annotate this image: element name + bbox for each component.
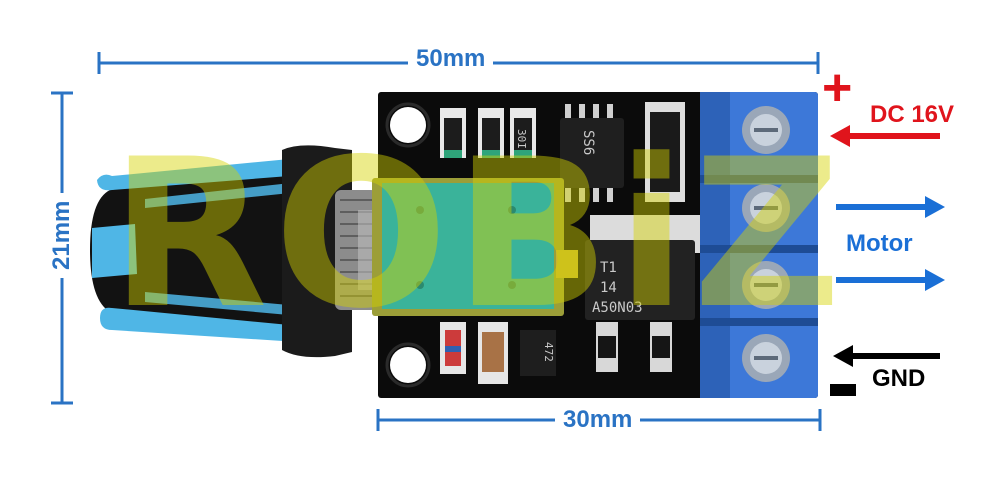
mosfet-line2: 14 xyxy=(600,280,617,296)
smd-components-bottom: 472 xyxy=(440,322,556,384)
main-ic: SS6 xyxy=(560,104,624,202)
mosfet-code: A50N03 xyxy=(592,300,643,316)
smd-components-top: 30I xyxy=(440,108,536,158)
ground-label: GND xyxy=(872,365,926,392)
motor-arrow-2 xyxy=(836,269,945,291)
terminal-screw xyxy=(742,106,790,154)
power-label: DC 16V xyxy=(870,101,955,128)
ic-top-code: 30I xyxy=(515,129,528,149)
ic-main-code: SS6 xyxy=(580,130,596,155)
power-arrow xyxy=(830,125,940,147)
potentiometer xyxy=(372,178,578,316)
motor-label: Motor xyxy=(846,230,913,257)
plus-mark: + xyxy=(822,59,853,117)
terminal-screw xyxy=(742,261,790,309)
motor-arrow-1 xyxy=(836,196,945,218)
mosfet: T1 14 A50N03 xyxy=(585,215,710,372)
resistor-code: 472 xyxy=(542,342,555,362)
width-bottom-label: 30mm xyxy=(555,405,641,435)
diode xyxy=(645,102,685,202)
terminal-screw xyxy=(742,334,790,382)
height-left-label: 21mm xyxy=(47,192,77,278)
terminal-block xyxy=(700,92,818,398)
terminal-screw xyxy=(742,184,790,232)
ground-arrow xyxy=(833,345,940,367)
width-top-label: 50mm xyxy=(408,44,494,74)
knob xyxy=(90,145,377,358)
mosfet-line1: T1 xyxy=(600,260,617,276)
minus-mark xyxy=(830,384,856,396)
